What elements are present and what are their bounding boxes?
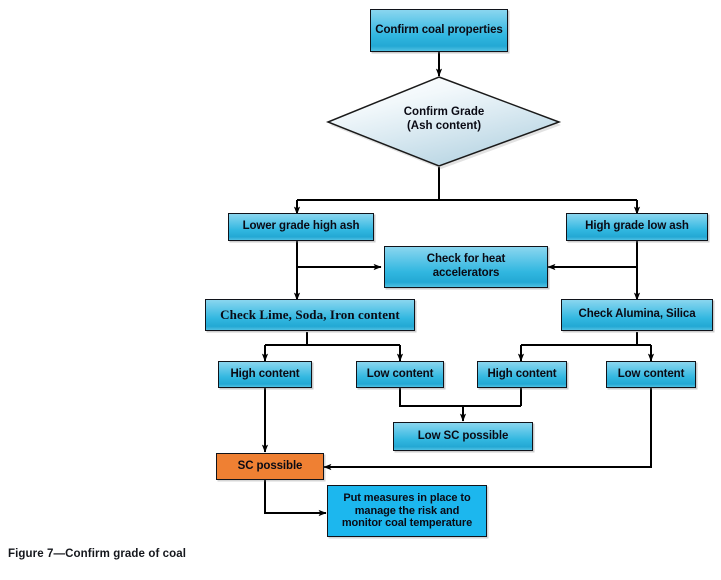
measures-label-line1: Put measures in place to xyxy=(343,491,471,504)
node-label: Check Lime, Soda, Iron content xyxy=(220,307,400,323)
measures-label-line3: monitor coal temperature xyxy=(341,517,473,530)
node-low-sc-possible[interactable]: Low SC possible xyxy=(393,422,533,451)
node-label: High content xyxy=(230,367,300,380)
edge-leftlow-to-merge xyxy=(399,388,521,407)
measures-label-line2: manage the risk and xyxy=(354,504,460,517)
node-label: Lower grade high ash xyxy=(242,220,360,233)
node-put-measures-in-place[interactable]: Put measures in place to manage the risk… xyxy=(327,485,487,537)
node-label: Put measures in place to manage the risk… xyxy=(342,492,472,531)
node-check-lime-soda-iron[interactable]: Check Lime, Soda, Iron content xyxy=(205,299,415,331)
node-left-low-content[interactable]: Low content xyxy=(356,361,444,388)
node-label: Confirm coal properties xyxy=(375,23,503,36)
node-high-grade-low-ash[interactable]: High grade low ash xyxy=(566,213,708,241)
node-label: High grade low ash xyxy=(585,220,689,233)
node-label: High content xyxy=(487,367,557,380)
node-label: Check for heat accelerators xyxy=(426,253,506,280)
node-label: Check Alumina, Silica xyxy=(578,308,696,321)
decision-label-line2: (Ash content) xyxy=(406,120,482,133)
node-label: SC possible xyxy=(237,459,303,472)
node-right-low-content[interactable]: Low content xyxy=(606,361,696,388)
node-lower-grade-high-ash[interactable]: Lower grade high ash xyxy=(228,213,374,241)
node-left-high-content[interactable]: High content xyxy=(218,361,312,388)
node-check-alumina-silica[interactable]: Check Alumina, Silica xyxy=(561,299,713,331)
node-label: Low content xyxy=(366,367,434,380)
decision-label-line1: Confirm Grade xyxy=(403,106,485,118)
heat-label-line1: Check for heat xyxy=(426,253,506,266)
node-confirm-grade-decision[interactable]: Confirm Grade (Ash content) xyxy=(328,77,560,169)
node-right-high-content[interactable]: High content xyxy=(477,361,567,388)
node-label: Low SC possible xyxy=(417,429,509,442)
node-label: Low content xyxy=(617,367,685,380)
heat-label-line2: accelerators xyxy=(432,267,500,279)
node-check-for-heat-accelerators[interactable]: Check for heat accelerators xyxy=(384,246,548,288)
edge-scpossible-to-measures xyxy=(264,480,327,517)
node-confirm-coal-properties[interactable]: Confirm coal properties xyxy=(370,9,508,52)
figure-caption: Figure 7—Confirm grade of coal xyxy=(8,548,187,560)
node-sc-possible[interactable]: SC possible xyxy=(216,453,324,480)
